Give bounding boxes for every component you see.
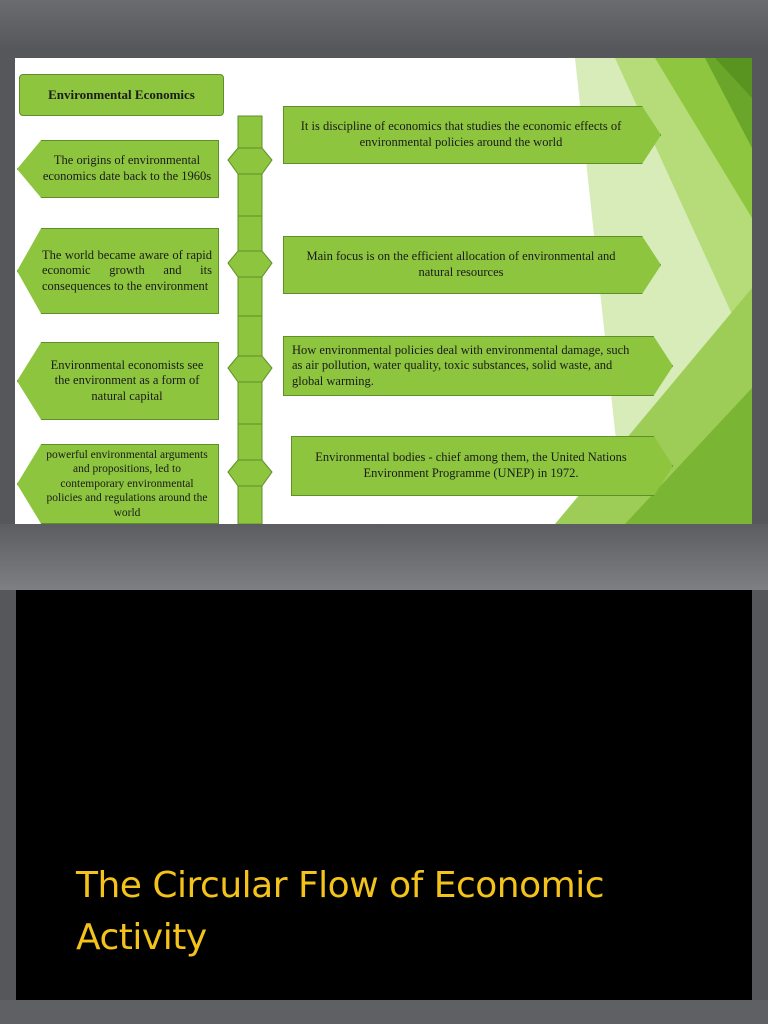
background-separator-band [0, 524, 768, 590]
left-box-awareness: The world became aware of rapid economic… [17, 228, 219, 314]
right-box-unep: Environmental bodies - chief among them,… [291, 436, 673, 496]
connector-diamond [227, 250, 273, 278]
right-box-main-focus: Main focus is on the efficient allocatio… [283, 236, 661, 294]
left-box-natural-capital: Environmental economists see the environ… [17, 342, 219, 420]
center-connector-column [237, 115, 263, 524]
slide-environmental-economics: Environmental Economics The origins of e… [15, 58, 752, 524]
slide-title: The Circular Flow of Economic Activity [76, 865, 605, 958]
left-box-policies: powerful environmental arguments and pro… [17, 444, 219, 524]
diagram-title-box: Environmental Economics [19, 74, 224, 116]
connector-diamond [227, 459, 273, 487]
background-bottom-band [0, 1000, 768, 1024]
slide-circular-flow: The Circular Flow of Economic Activity [16, 590, 752, 1000]
connector-diamond [227, 147, 273, 175]
right-box-policy-damage: How environmental policies deal with env… [283, 336, 673, 396]
right-box-definition: It is discipline of economics that studi… [283, 106, 661, 164]
background-top-band [0, 0, 768, 50]
connector-diamond [227, 355, 273, 383]
left-box-origins: The origins of environmental economics d… [17, 140, 219, 198]
